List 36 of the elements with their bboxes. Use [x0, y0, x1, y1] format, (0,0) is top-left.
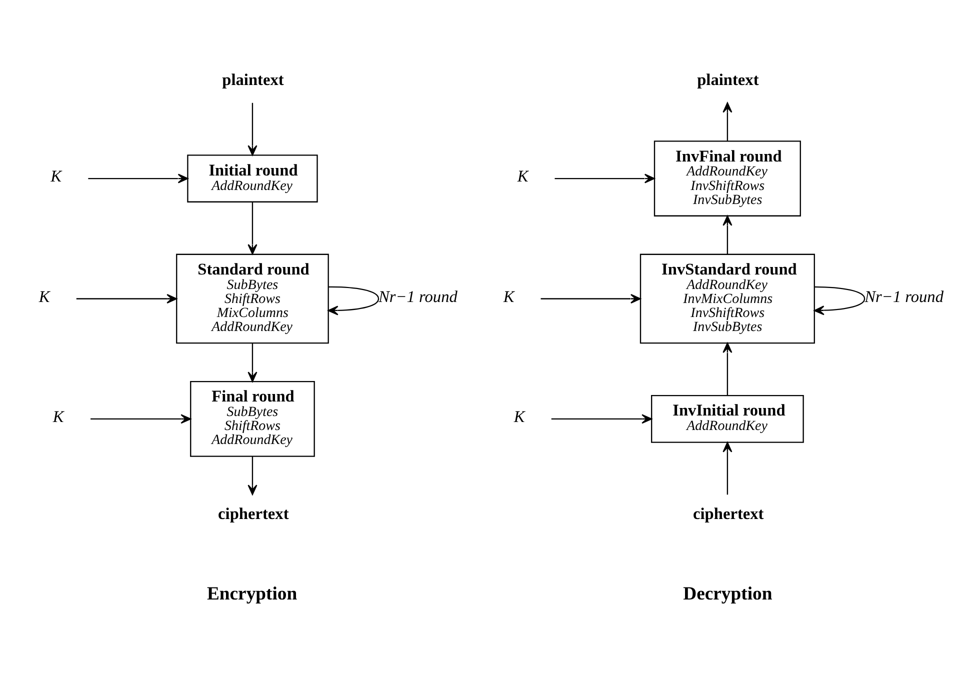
- node-box: Standard round SubBytes ShiftRows MixColumns AddRoundKey: [176, 253, 329, 344]
- arrow: [814, 286, 866, 315]
- edge-label: Nr−1 round: [378, 286, 458, 306]
- node-text: K: [514, 406, 525, 426]
- node-text: K: [503, 286, 514, 306]
- arrow: [248, 342, 258, 382]
- node-text: plaintext: [697, 69, 759, 88]
- node-box: Initial round AddRoundKey: [187, 154, 318, 202]
- arrow: [248, 456, 258, 495]
- arrow: [554, 173, 655, 183]
- node-box: InvStandard round AddRoundKey InvMixColumns InvShiftRows InvSubBytes: [640, 253, 815, 344]
- arrow: [248, 202, 258, 254]
- arrow: [722, 214, 732, 254]
- node-text: ciphertext: [693, 503, 764, 522]
- arrow: [88, 173, 188, 183]
- node-text: K: [52, 406, 64, 426]
- arrow: [76, 293, 178, 304]
- arrow: [90, 414, 192, 424]
- arrow: [722, 342, 732, 395]
- node-text: plaintext: [222, 69, 284, 88]
- node-text: K: [38, 286, 50, 306]
- arrow: [722, 441, 732, 494]
- arrow: [328, 286, 380, 315]
- node-text: K: [517, 166, 528, 186]
- arrow: [540, 293, 641, 304]
- node-box: InvInitial round AddRoundKey: [651, 394, 804, 442]
- edge-label: Nr−1 round: [864, 286, 944, 306]
- label: Decryption: [683, 583, 772, 604]
- node-box: Final round SubBytes ShiftRows AddRoundKey: [190, 380, 315, 456]
- node-text: ciphertext: [218, 503, 289, 522]
- node-box: InvFinal round AddRoundKey InvShiftRows InvSubBytes: [654, 140, 801, 216]
- arrow: [551, 414, 652, 424]
- node-text: K: [50, 166, 62, 186]
- arrow: [722, 102, 732, 140]
- arrow: [248, 102, 258, 156]
- label: Encryption: [206, 583, 298, 604]
